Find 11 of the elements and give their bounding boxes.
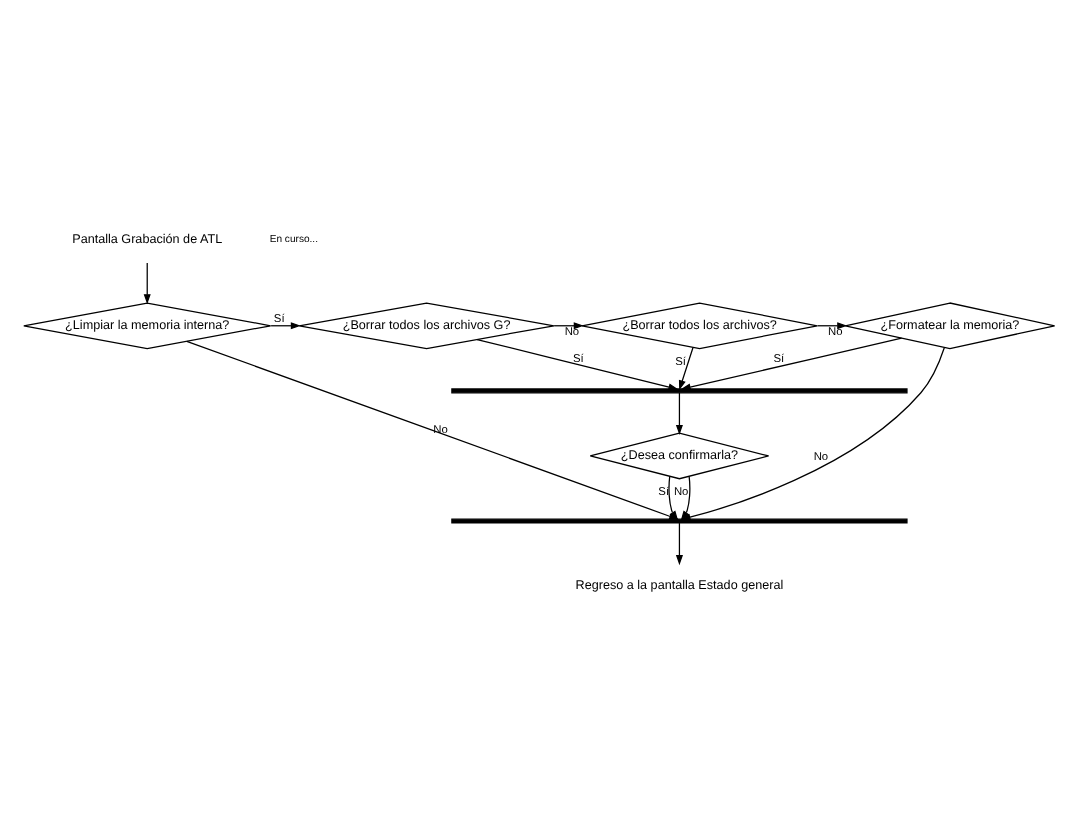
arrow: [553, 321, 584, 329]
node-bar: [451, 387, 908, 393]
arrow: [143, 261, 151, 304]
arrow: [675, 521, 683, 565]
arrow: [476, 337, 679, 390]
arrow: [675, 391, 683, 434]
arrow: [678, 345, 694, 390]
arrow: [270, 321, 301, 329]
arrow: [680, 336, 903, 390]
arrow: [816, 321, 848, 329]
node-bar: [451, 517, 908, 523]
